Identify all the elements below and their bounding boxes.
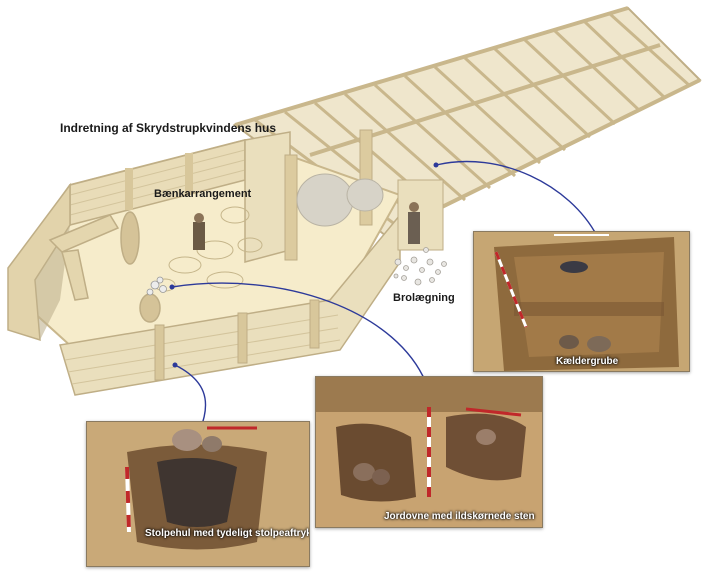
cellar-pit-image [474,232,689,371]
caption-post-hole: Stolpehul med tydeligt stolpeaftryk [145,528,310,539]
label-paving: Brolægning [393,292,455,304]
photo-post-hole: Stolpehul med tydeligt stolpeaftryk [86,421,310,567]
hearth-stones [146,276,167,296]
label-bench-arrangement: Bænkarrangement [154,188,252,200]
bench-arrangement [48,211,161,323]
caption-cellar-pit: Kældergrube [556,356,619,367]
partition-and-posts [244,129,444,263]
paving-stones [393,247,447,286]
photo-cellar-pit: Kældergrube [473,231,690,372]
photo-earth-ovens: Jordovne med ildskørnede sten [315,376,543,528]
woman-figure [193,213,205,250]
post-hole-image [87,422,309,566]
caption-earth-ovens: Jordovne med ildskørnede sten [384,511,535,522]
floor-stones [154,206,263,292]
earth-ovens-image [316,377,542,527]
man-figure [408,202,420,244]
diagram-title: Indretning af Skrydstrupkvindens hus [60,121,277,135]
back-wall [69,139,246,226]
